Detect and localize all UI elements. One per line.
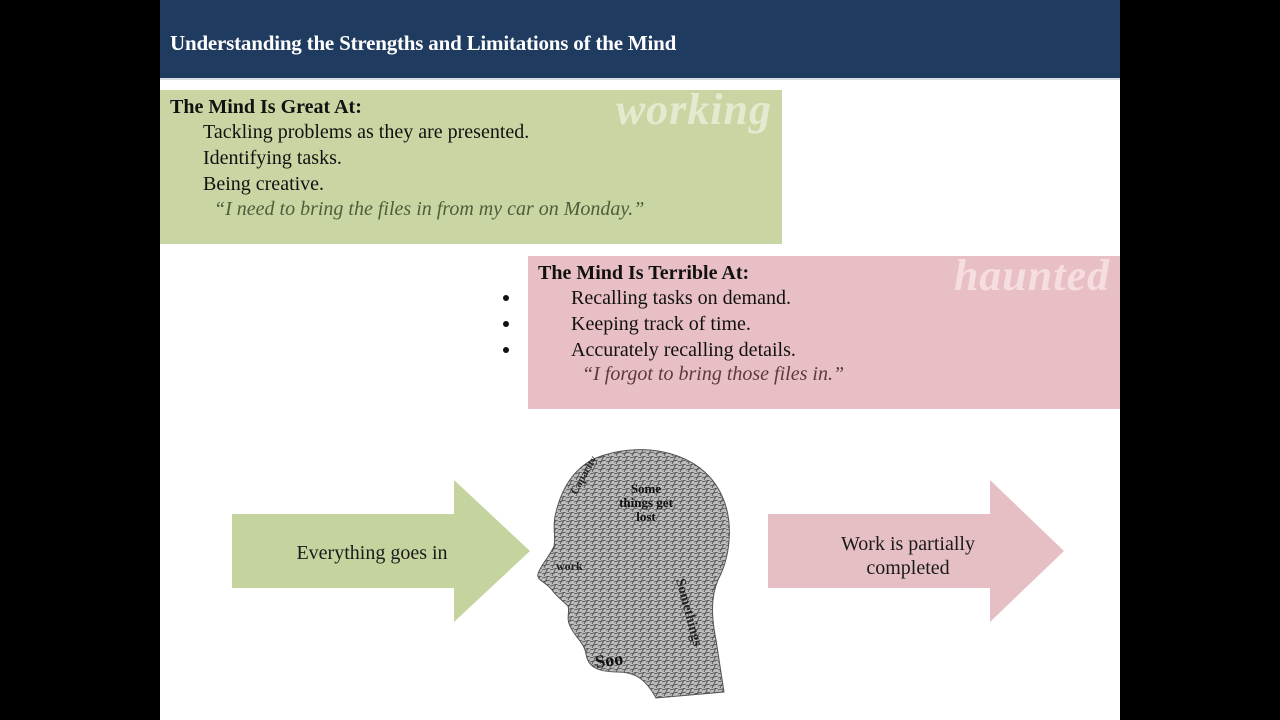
watermark-haunted: haunted bbox=[953, 251, 1110, 300]
head-caption-line: Some bbox=[630, 481, 662, 496]
arrow-right-icon bbox=[768, 480, 1064, 622]
terrible-at-quote: “I forgot to bring those files in.” bbox=[582, 363, 845, 385]
output-arrow-label-line: Work is partially bbox=[841, 533, 975, 555]
slide-header: Understanding the Strengths and Limitati… bbox=[160, 0, 1120, 80]
input-arrow-label: Everything goes in bbox=[296, 542, 448, 564]
arrow-right-icon bbox=[232, 480, 530, 622]
word-cloud-head-icon: Capacity Somethings Soo work bbox=[537, 449, 730, 699]
svg-text:Soo: Soo bbox=[594, 648, 625, 672]
bullet-icon bbox=[503, 295, 509, 301]
input-arrow: Everything goes in bbox=[232, 480, 530, 622]
terrible-at-heading: The Mind Is Terrible At: bbox=[538, 262, 750, 284]
output-arrow: Work is partially completed bbox=[768, 480, 1064, 622]
output-arrow-label: Work is partially completed bbox=[798, 532, 1018, 580]
great-at-quote: “I need to bring the files in from my ca… bbox=[214, 198, 645, 220]
mind-terrible-at-box: haunted The Mind Is Terrible At: Recalli… bbox=[528, 251, 1120, 409]
head-caption: Some things get lost bbox=[606, 482, 686, 524]
slide-title: Understanding the Strengths and Limitati… bbox=[170, 31, 677, 55]
terrible-at-item: Keeping track of time. bbox=[571, 313, 751, 335]
head-caption-line: lost bbox=[636, 509, 656, 524]
watermark-working: working bbox=[615, 85, 772, 134]
head-caption-line: things get bbox=[619, 495, 673, 510]
word-cloud-head-image: Capacity Somethings Soo work Some things… bbox=[526, 440, 736, 700]
output-arrow-label-line: completed bbox=[866, 557, 950, 579]
great-at-item: Being creative. bbox=[203, 173, 325, 195]
great-at-item: Identifying tasks. bbox=[203, 147, 342, 169]
bullet-icon bbox=[503, 321, 509, 327]
slide: Understanding the Strengths and Limitati… bbox=[160, 0, 1120, 720]
svg-text:work: work bbox=[556, 559, 583, 573]
terrible-at-item: Recalling tasks on demand. bbox=[571, 287, 791, 309]
great-at-item: Tackling problems as they are presented. bbox=[203, 121, 530, 143]
bullet-icon bbox=[503, 347, 509, 353]
mind-great-at-box: working The Mind Is Great At: Tackling p… bbox=[160, 85, 782, 244]
great-at-heading: The Mind Is Great At: bbox=[170, 96, 362, 118]
terrible-at-item: Accurately recalling details. bbox=[571, 339, 796, 361]
